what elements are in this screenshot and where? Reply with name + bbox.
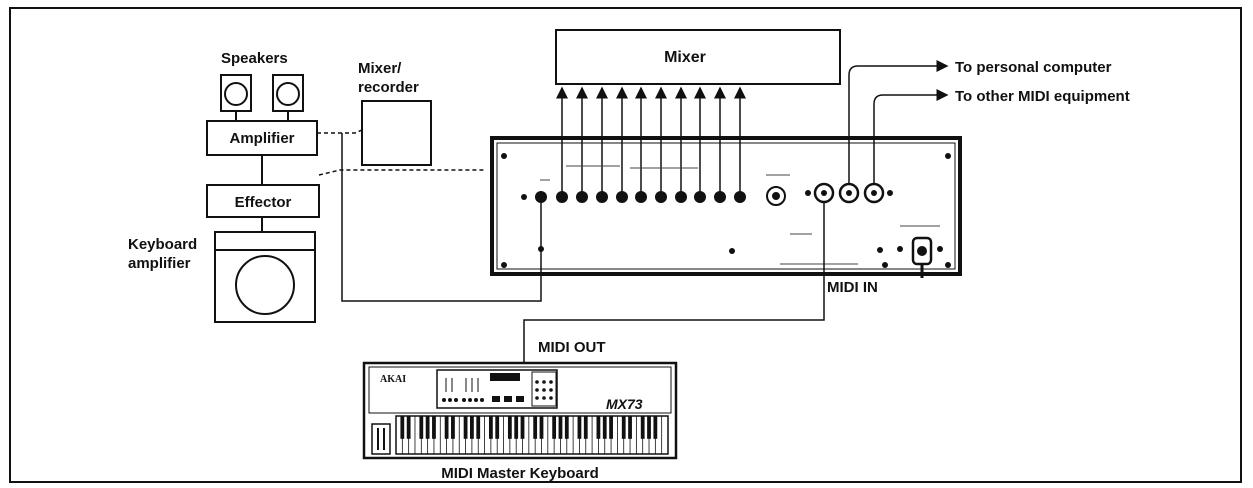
- black-key: [583, 416, 588, 439]
- mixer-output-cables: [556, 86, 746, 196]
- amp-to-recorder-dashed: [317, 129, 363, 134]
- black-key: [564, 416, 569, 439]
- black-key: [507, 416, 512, 439]
- black-key: [495, 416, 500, 439]
- black-key: [488, 416, 493, 439]
- black-key: [470, 416, 474, 439]
- mixer-recorder-box: [361, 100, 432, 166]
- keyboard-model: MX73: [606, 396, 643, 412]
- effector-label: Effector: [235, 194, 292, 211]
- black-key: [552, 416, 557, 439]
- midi-in-cable: [523, 202, 825, 364]
- black-key: [425, 416, 430, 439]
- black-key: [640, 416, 645, 439]
- black-key: [621, 416, 626, 439]
- black-key: [514, 416, 519, 439]
- black-key: [596, 416, 601, 439]
- black-key: [558, 416, 563, 439]
- mixer-box: [555, 29, 841, 85]
- black-key: [577, 416, 582, 439]
- mixer-recorder-label-1: Mixer/: [358, 60, 402, 77]
- midi-in-label: MIDI IN: [827, 279, 878, 296]
- black-key: [463, 416, 468, 439]
- black-key: [451, 416, 455, 439]
- black-key: [628, 416, 632, 439]
- keyboard-caption: MIDI Master Keyboard: [441, 465, 599, 482]
- black-key: [419, 416, 424, 439]
- black-key: [406, 416, 411, 439]
- midi-to-equipment-cable: [873, 89, 949, 184]
- black-key: [653, 416, 658, 439]
- amplifier-label: Amplifier: [229, 130, 294, 147]
- master-keyboard: AKAI MX73: [362, 361, 678, 460]
- to-other-midi-label: To other MIDI equipment: [955, 88, 1130, 105]
- effector-dashed: [318, 169, 485, 176]
- keyboard-amp-label-1: Keyboard: [128, 236, 197, 253]
- keyboard-amp-label-2: amplifier: [128, 255, 191, 272]
- black-key: [539, 416, 544, 439]
- midi-to-computer-cable: [848, 60, 949, 184]
- black-key: [647, 416, 651, 439]
- black-key: [476, 416, 481, 439]
- speakers-label: Speakers: [221, 50, 288, 67]
- mixer-recorder-label-2: recorder: [358, 79, 419, 96]
- black-key: [533, 416, 538, 439]
- to-personal-computer-label: To personal computer: [955, 59, 1112, 76]
- sampler-rear-panel: [490, 136, 962, 276]
- speakers: [220, 74, 304, 121]
- black-key: [520, 416, 525, 439]
- keyboard-amplifier: [214, 231, 316, 323]
- mixer-label: Mixer: [664, 49, 706, 66]
- black-key: [432, 416, 436, 439]
- keyboard-brand: AKAI: [380, 374, 406, 385]
- midi-out-label: MIDI OUT: [538, 339, 606, 356]
- black-key: [400, 416, 405, 439]
- outer-frame: [9, 7, 1242, 483]
- black-key: [602, 416, 607, 439]
- black-key: [444, 416, 449, 439]
- black-key: [609, 416, 613, 439]
